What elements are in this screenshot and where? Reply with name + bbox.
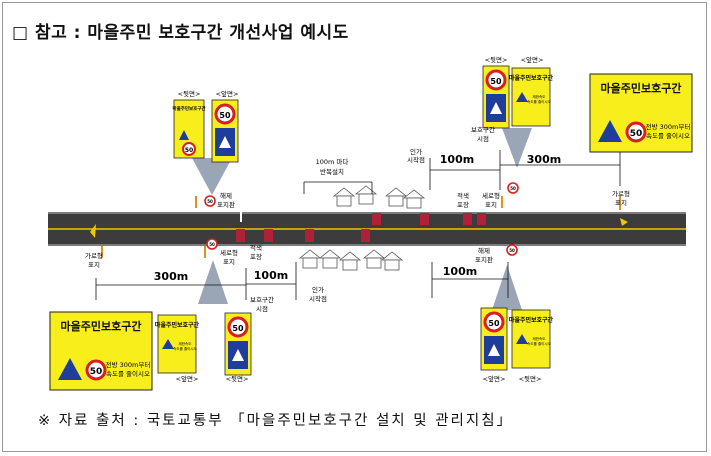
village-start-label: 시작점 xyxy=(407,155,425,164)
lift-sign-label: 표지판 xyxy=(217,200,235,209)
lift-sign-label: 해제 xyxy=(220,191,232,200)
red-paving-label: 적색 xyxy=(457,191,469,200)
distance-label: 300m xyxy=(154,270,188,283)
road-arrow-right xyxy=(620,218,628,226)
red-pavement xyxy=(463,213,472,225)
lift-sign-label: 해제 xyxy=(478,246,490,255)
lift-sign-label: 표지판 xyxy=(475,255,493,264)
red-pavement xyxy=(420,213,429,225)
red-paving-label: 포장 xyxy=(457,200,469,209)
pointer-arrow xyxy=(192,158,232,195)
horizontal-sign-label: 가로형 xyxy=(612,189,630,198)
village-start-label: 인가 xyxy=(312,285,324,294)
red-paving-label: 포장 xyxy=(250,252,262,261)
sign-group-top-right: <뒷면> <앞면> xyxy=(481,55,694,154)
distance-label: 100m xyxy=(440,153,474,166)
figure-title: □ 참고 : 마을주민 보호구간 개선사업 예시도 xyxy=(12,23,349,43)
zone-start-label: 보호구간 xyxy=(250,295,274,304)
horizontal-sign-label: 가로형 xyxy=(85,251,103,260)
village-start-label: 시작점 xyxy=(309,294,327,303)
red-pavement xyxy=(305,229,314,242)
vertical-sign-label: 표지 xyxy=(223,257,235,266)
red-pavement-group xyxy=(236,213,486,242)
distance-label: 300m xyxy=(527,153,561,166)
sign-group-bottom-left: <앞면> <뒷면> xyxy=(48,310,253,392)
zone-start-label: 시점 xyxy=(477,135,489,143)
vertical-sign-label: 표지 xyxy=(485,200,497,209)
vertical-sign-label: 세로형 xyxy=(220,248,238,257)
sign-group-top-left: <뒷면> <앞면> xyxy=(171,89,240,164)
annotations: 100m 마다 반복설치 인가 시작점 보호구간 시점 적색 포장 세로형 표지… xyxy=(85,125,630,313)
horizontal-sign-label: 표지 xyxy=(615,198,627,207)
sign-face-label: <앞면> xyxy=(216,89,239,98)
sign-face-label: <앞면> xyxy=(483,374,506,383)
zone-start-label: 보호구간 xyxy=(471,125,495,134)
repeat-label: 100m 마다 xyxy=(316,157,349,166)
dimension-lines xyxy=(95,150,621,300)
figure-frame xyxy=(2,2,707,452)
sign-group-bottom-right: <앞면> <뒷면> xyxy=(479,306,555,383)
red-pavement xyxy=(361,229,370,242)
sign-face-label: <뒷면> xyxy=(226,374,249,383)
sign-face-label: <뒷면> xyxy=(519,374,542,383)
sign-face-label: <앞면> xyxy=(176,374,199,383)
red-pavement xyxy=(264,229,273,242)
sign-face-label: <뒷면> xyxy=(178,89,201,98)
red-pavement xyxy=(372,213,381,225)
horizontal-sign-label: 표지 xyxy=(88,260,100,269)
vertical-sign-label: 세로형 xyxy=(482,191,500,200)
distance-label: 100m xyxy=(254,269,288,282)
village-top xyxy=(333,185,425,209)
repeat-label: 반복설치 xyxy=(320,167,344,176)
red-paving-label: 적색 xyxy=(250,243,262,252)
zone-start-label: 시점 xyxy=(256,305,268,313)
pointer-arrow xyxy=(502,128,532,168)
sign-face-label: <뒷면> xyxy=(485,55,508,64)
source-note: ※ 자료 출처 : 국토교통부 「마을주민보호구간 설치 및 관리지침」 xyxy=(38,413,514,429)
red-pavement xyxy=(477,213,486,225)
red-pavement xyxy=(236,229,245,242)
pointer-arrow xyxy=(492,265,522,310)
village-start-label: 인가 xyxy=(410,147,422,156)
sign-face-label: <앞면> xyxy=(521,55,544,64)
road-arrow-left xyxy=(90,224,96,238)
pointer-arrow xyxy=(198,260,228,304)
distance-label: 100m xyxy=(443,265,477,278)
roadside-markers xyxy=(101,182,621,258)
village-bottom xyxy=(299,249,403,271)
